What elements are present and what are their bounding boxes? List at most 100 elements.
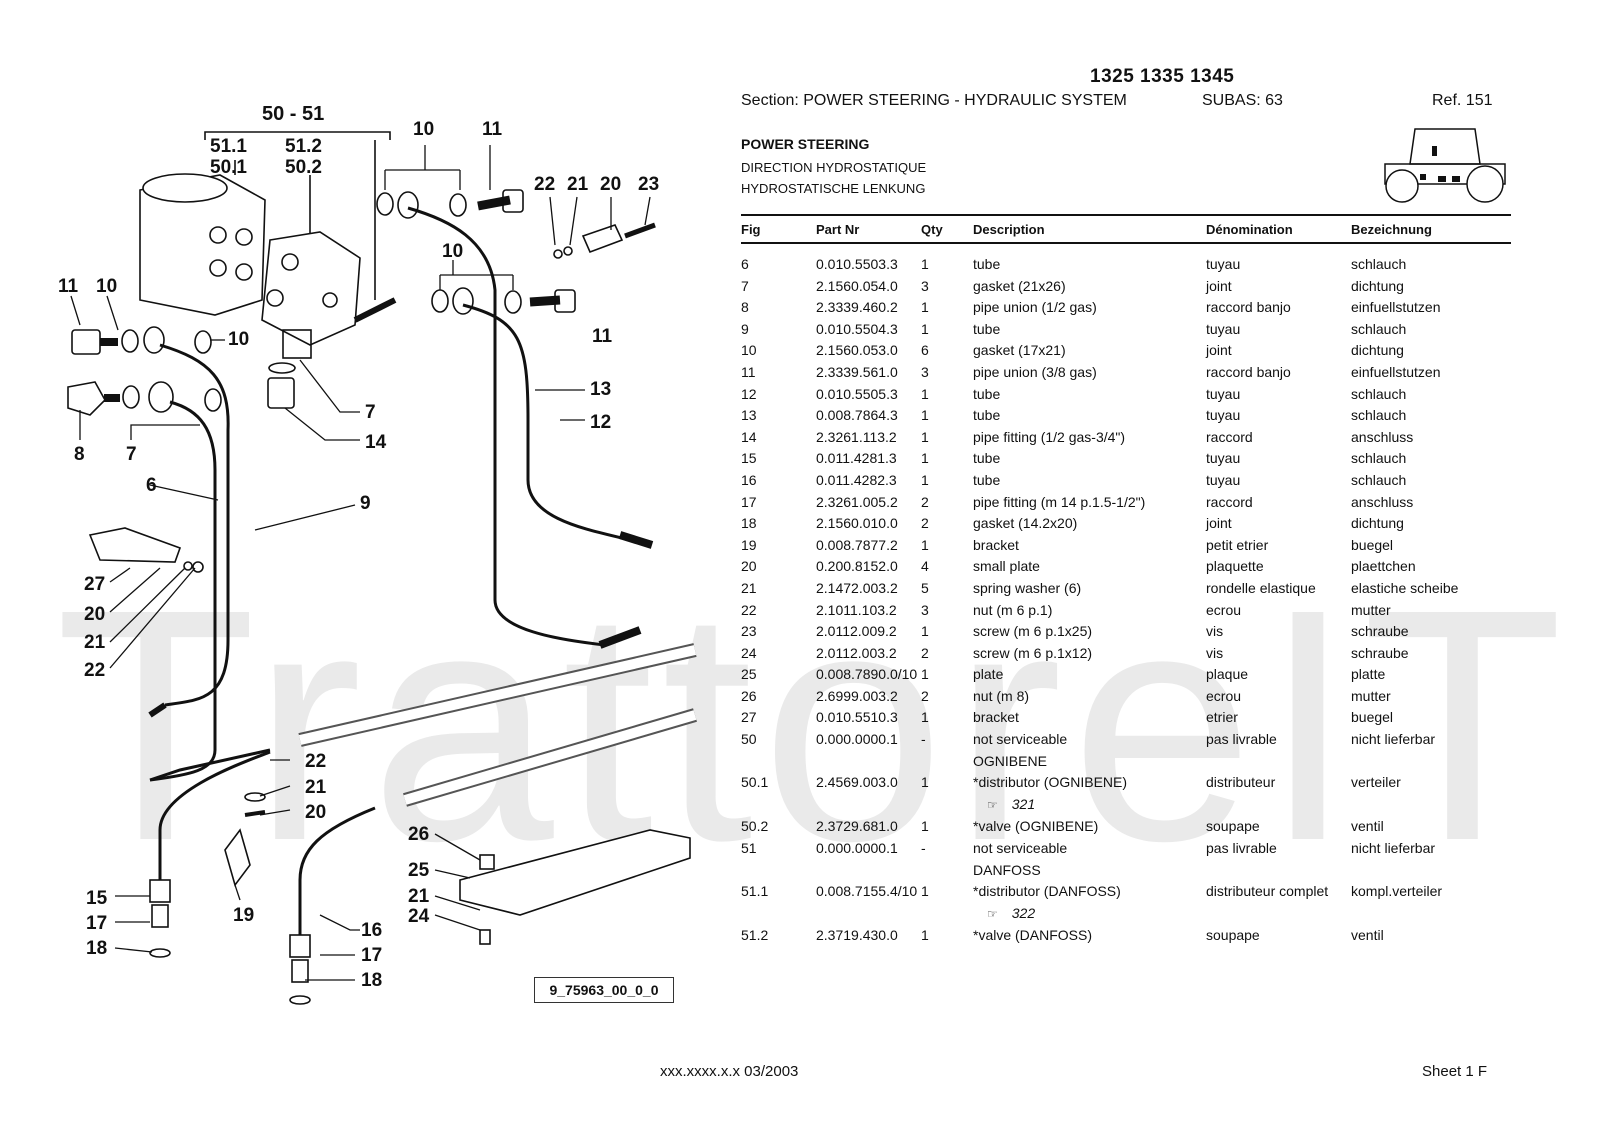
cell-fig-text: 24 [741, 644, 757, 661]
cell-qty-text: 1 [921, 666, 929, 683]
cell-description: pipe union (3/8 gas) [973, 362, 1206, 384]
cell-denomination-text: raccord banjo [1206, 299, 1291, 316]
label-26: 26 [408, 824, 429, 845]
cell-denomination-text: distributeur [1206, 774, 1276, 791]
label-21-bottom: 21 [305, 777, 327, 798]
cell-bezeichnung-text: mutter [1351, 687, 1391, 704]
cell-fig-text: 51.1 [741, 883, 769, 900]
description-subline: DANFOSS [973, 861, 1041, 878]
cell-description-text: tube [973, 385, 1001, 402]
cell-part-nr-text: 0.008.7877.2 [816, 536, 898, 553]
cell-denomination: distributeur complet [1206, 881, 1351, 925]
cell-fig: 51 [741, 838, 816, 881]
label-19: 19 [233, 905, 254, 926]
label-25: 25 [408, 860, 430, 881]
cell-denomination: joint [1206, 513, 1351, 535]
label-11-right: 11 [592, 326, 613, 347]
column-qty: Qty [921, 221, 943, 237]
label-50-2: 50.2 [285, 157, 322, 178]
column-description: Description [973, 221, 1045, 237]
cell-description: small plate [973, 556, 1206, 578]
cell-fig-text: 12 [741, 385, 757, 402]
cell-fig: 27 [741, 707, 816, 729]
cell-description: *valve (DANFOSS) [973, 925, 1206, 947]
cell-bezeichnung: schlauch [1351, 405, 1501, 427]
cell-qty-text: 2 [921, 687, 929, 704]
cell-denomination: tuyau [1206, 384, 1351, 406]
cell-denomination-text: tuyau [1206, 320, 1241, 337]
cell-bezeichnung: kompl.verteiler [1351, 881, 1501, 925]
cell-fig-text: 51.2 [741, 927, 769, 944]
cell-fig: 51.2 [741, 925, 816, 947]
cell-description-text: *distributor (DANFOSS) [973, 883, 1121, 900]
cell-description-text: gasket (17x21) [973, 342, 1066, 359]
column-denomination: Dénomination [1206, 221, 1293, 237]
cell-fig: 6 [741, 254, 816, 276]
column-part-nr: Part Nr [816, 221, 860, 237]
label-24: 24 [408, 906, 430, 927]
cell-bezeichnung-text: plaettchen [1351, 558, 1416, 575]
cell-bezeichnung: schlauch [1351, 448, 1501, 470]
cell-part-nr-text: 0.011.4282.3 [816, 471, 897, 488]
cross-reference[interactable]: ☞322 [973, 903, 1206, 926]
cell-description-text: *distributor (OGNIBENE) [973, 774, 1128, 791]
label-23: 23 [638, 174, 659, 195]
cell-denomination-text: joint [1206, 515, 1232, 532]
cell-bezeichnung: dichtung [1351, 340, 1501, 362]
cell-qty: 1 [921, 535, 973, 557]
cell-bezeichnung: anschluss [1351, 427, 1501, 449]
cell-part-nr-text: 2.3729.681.0 [816, 818, 898, 835]
label-13: 13 [590, 379, 611, 400]
cell-bezeichnung: einfuellstutzen [1351, 297, 1501, 319]
cell-qty-text: 1 [921, 623, 929, 640]
cell-fig-text: 13 [741, 407, 757, 424]
cell-fig: 9 [741, 319, 816, 341]
cell-part-nr: 0.008.7864.3 [816, 405, 921, 427]
cell-fig-text: 6 [741, 256, 749, 272]
label-group-50-51: 50 - 51 [262, 103, 324, 125]
cell-fig: 14 [741, 427, 816, 449]
cell-part-nr: 2.1560.010.0 [816, 513, 921, 535]
cell-fig: 20 [741, 556, 816, 578]
cell-fig-text: 14 [741, 428, 757, 445]
cell-qty: 1 [921, 621, 973, 643]
cell-denomination-text: tuyau [1206, 450, 1241, 467]
cell-part-nr-text: 0.000.0000.1 [816, 731, 898, 748]
cell-description-text: pipe fitting (m 14 p.1.5-1/2") [973, 493, 1146, 510]
cell-description-text: screw (m 6 p.1x12) [973, 644, 1093, 661]
cell-denomination-text: rondelle elastique [1206, 579, 1316, 596]
cell-part-nr-text: 0.200.8152.0 [816, 558, 898, 575]
label-7-left: 7 [126, 444, 137, 465]
cell-qty-text: 2 [921, 493, 929, 510]
cell-description-text: gasket (21x26) [973, 277, 1066, 294]
cell-fig: 18 [741, 513, 816, 535]
label-12: 12 [590, 412, 611, 433]
cell-description: bracket [973, 535, 1206, 557]
cell-part-nr-text: 0.000.0000.1 [816, 840, 898, 857]
cell-part-nr-text: 2.3261.113.2 [816, 428, 897, 445]
cell-bezeichnung-text: ventil [1351, 818, 1384, 835]
cell-fig-text: 16 [741, 471, 757, 488]
section-label: Section: POWER STEERING - HYDRAULIC SYST… [741, 92, 1127, 109]
cell-description-text: pipe union (1/2 gas) [973, 299, 1097, 316]
cell-fig-text: 27 [741, 709, 757, 726]
cell-part-nr-text: 0.011.4281.3 [816, 450, 897, 467]
label-7-top: 7 [365, 402, 376, 423]
cell-description-text: spring washer (6) [973, 579, 1082, 596]
cell-part-nr-text: 2.1560.053.0 [816, 342, 898, 359]
label-22-top: 22 [534, 174, 555, 195]
cell-fig-text: 20 [741, 558, 757, 575]
cell-denomination: tuyau [1206, 448, 1351, 470]
cell-fig: 19 [741, 535, 816, 557]
cross-reference[interactable]: ☞321 [973, 794, 1206, 817]
cell-part-nr: 2.1560.054.0 [816, 276, 921, 298]
cell-bezeichnung: mutter [1351, 600, 1501, 622]
